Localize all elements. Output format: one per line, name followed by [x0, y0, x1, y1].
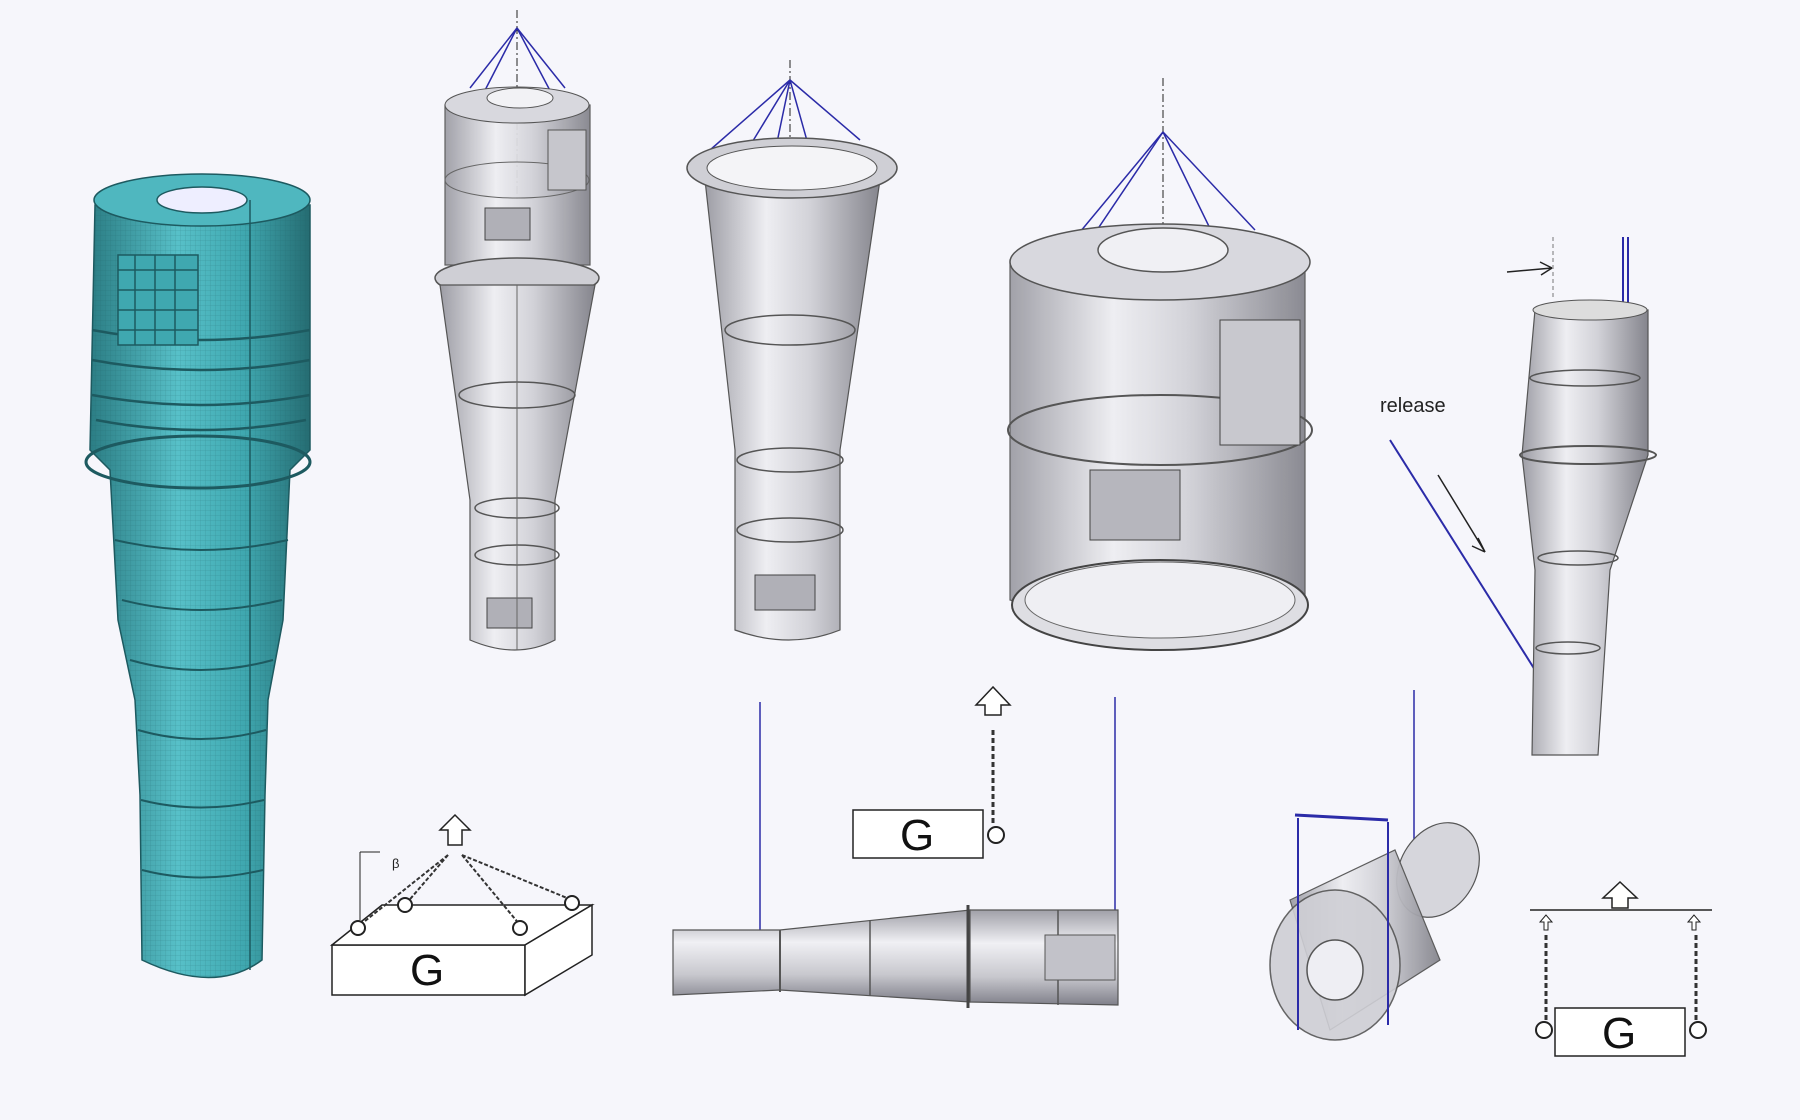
- cyclone-tilted-release: release: [1380, 237, 1657, 756]
- shackle-icon: [1689, 1021, 1707, 1039]
- cyclone-horizontal: [672, 697, 1119, 1008]
- top-arrow: [1506, 267, 1553, 273]
- cyclone-end-view: [1269, 690, 1480, 1041]
- load-g-label-1: G: [410, 946, 444, 995]
- load-g-label-2: G: [900, 811, 934, 860]
- load-g-label-3: G: [1602, 1009, 1636, 1058]
- release-arrow: [1437, 474, 1486, 553]
- chain-sling-box-symbol: G β: [329, 813, 595, 997]
- shackle-icon: [1535, 1021, 1553, 1039]
- shackle-icon: [987, 826, 1005, 844]
- two-leg-chain-symbol: G: [1530, 880, 1712, 1058]
- angle-beta-label: β: [392, 856, 399, 871]
- cyclone-assembly-lifted: [434, 10, 600, 651]
- up-arrow-icon: [974, 685, 1012, 716]
- cone-section-lifted: [686, 60, 898, 641]
- fem-mesh-model: [84, 173, 312, 979]
- chain-vertical-symbol: G: [852, 685, 1012, 860]
- chain-icon: [359, 854, 573, 926]
- up-arrow-icon: [438, 813, 472, 846]
- release-label: release: [1380, 395, 1446, 417]
- top-section-lifted: [1007, 78, 1313, 651]
- up-arrow-icon: [1601, 880, 1639, 909]
